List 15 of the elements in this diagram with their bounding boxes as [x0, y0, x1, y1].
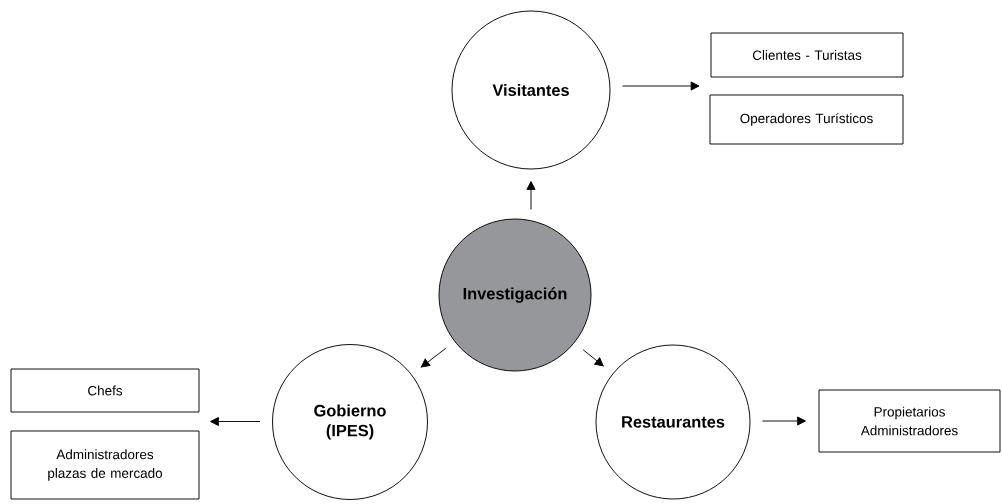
- circle-node: Gobierno (IPES): [272, 344, 428, 500]
- arrow: [420, 347, 447, 368]
- arrow: [582, 349, 604, 367]
- circle-node: Restaurantes: [595, 344, 751, 500]
- text-box: Administradores plazas de mercado: [10, 430, 200, 500]
- text-box: Clientes - Turistas: [710, 32, 904, 78]
- circle-node: Investigación: [438, 218, 592, 372]
- text-box: Operadores Turísticos: [709, 94, 904, 145]
- text-box: Propietarios Administradores: [818, 389, 1001, 453]
- text-box: Chefs: [10, 368, 200, 413]
- arrow: [762, 416, 806, 426]
- arrow: [210, 417, 261, 427]
- arrow: [622, 81, 700, 91]
- arrow: [526, 181, 536, 210]
- circle-node: Visitantes: [451, 10, 611, 170]
